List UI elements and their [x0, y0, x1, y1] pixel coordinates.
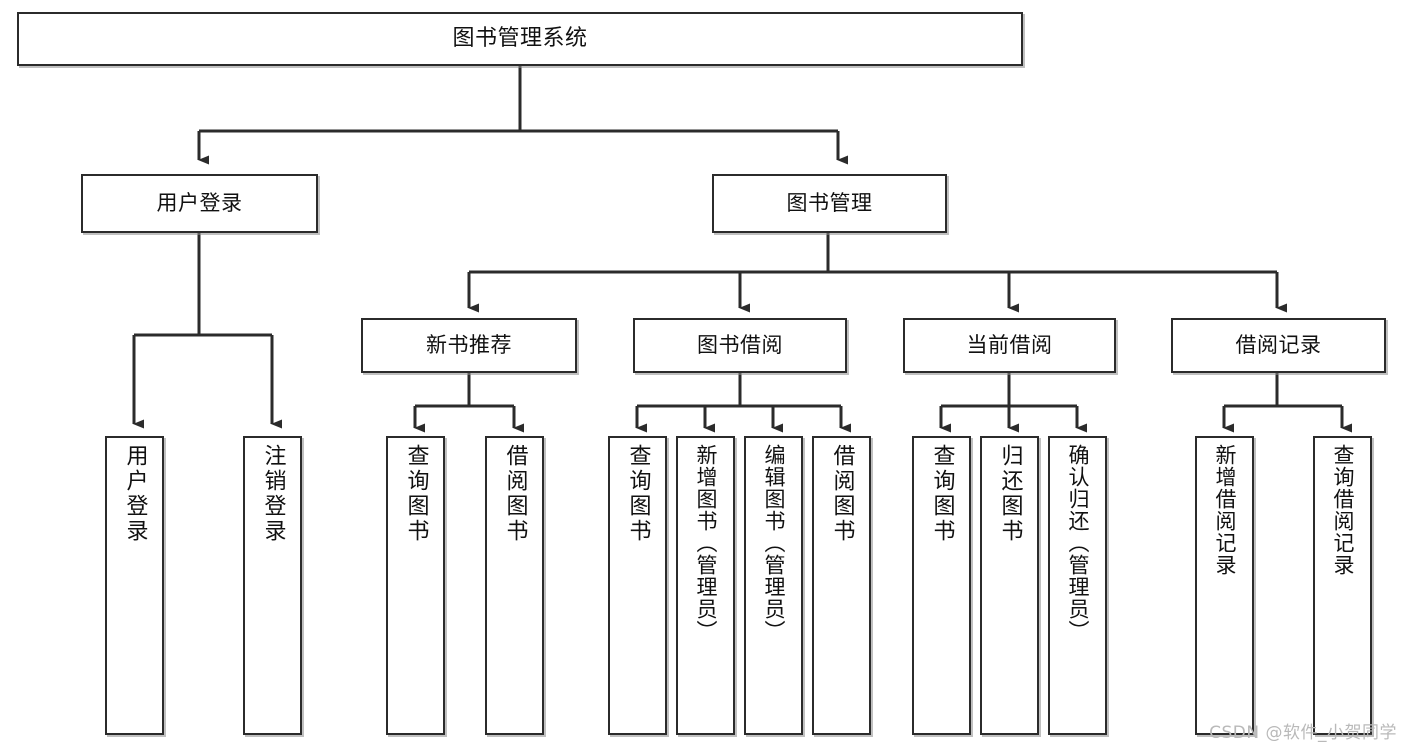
node-leaf-currentborrow-return-book[interactable]: 归还图书: [980, 436, 1039, 735]
node-label: 用户登录: [122, 444, 148, 544]
node-book-borrow[interactable]: 图书借阅: [633, 318, 847, 373]
node-borrow-record[interactable]: 借阅记录: [1171, 318, 1386, 373]
node-leaf-borrowrecord-query-record[interactable]: 查询借阅记录: [1313, 436, 1372, 735]
node-current-borrow[interactable]: 当前借阅: [903, 318, 1116, 373]
node-leaf-bookborrow-borrow-book[interactable]: 借阅图书: [812, 436, 871, 735]
node-label: 新增图书（管理员）: [694, 444, 718, 642]
node-leaf-currentborrow-query-book[interactable]: 查询图书: [912, 436, 971, 735]
node-label: 查询图书: [625, 444, 651, 544]
node-label: 新增借阅记录: [1213, 444, 1237, 576]
node-label: 图书管理系统: [452, 26, 588, 52]
node-label: 确认归还（管理员）: [1066, 444, 1090, 642]
node-leaf-bookborrow-add-book-admin[interactable]: 新增图书（管理员）: [676, 436, 735, 735]
node-leaf-bookborrow-query-book[interactable]: 查询图书: [608, 436, 667, 735]
node-label: 查询图书: [929, 444, 955, 544]
node-label: 借阅图书: [829, 444, 855, 544]
node-leaf-currentborrow-confirm-return-admin[interactable]: 确认归还（管理员）: [1048, 436, 1107, 735]
watermark-text: CSDN @软件_小贺同学: [1209, 723, 1397, 743]
node-book-management[interactable]: 图书管理: [712, 174, 947, 233]
node-label: 借阅图书: [502, 444, 528, 544]
node-label: 新书推荐: [426, 333, 512, 358]
node-leaf-user-login-logout[interactable]: 注销登录: [243, 436, 302, 735]
node-label: 借阅记录: [1235, 333, 1322, 358]
node-label: 用户登录: [156, 191, 243, 216]
node-root-book-management-system[interactable]: 图书管理系统: [17, 12, 1023, 66]
node-leaf-user-login-login[interactable]: 用户登录: [105, 436, 164, 735]
node-leaf-newbook-query-book[interactable]: 查询图书: [386, 436, 445, 735]
node-label: 查询借阅记录: [1331, 444, 1355, 576]
node-label: 图书管理: [786, 191, 873, 216]
node-label: 查询图书: [403, 444, 429, 544]
node-label: 编辑图书（管理员）: [762, 444, 786, 642]
node-leaf-newbook-borrow-book[interactable]: 借阅图书: [485, 436, 544, 735]
node-user-login[interactable]: 用户登录: [81, 174, 318, 233]
node-label: 归还图书: [997, 444, 1023, 544]
node-label: 图书借阅: [697, 333, 783, 358]
node-new-book-recommend[interactable]: 新书推荐: [361, 318, 577, 373]
node-label: 当前借阅: [966, 333, 1053, 358]
node-leaf-bookborrow-edit-book-admin[interactable]: 编辑图书（管理员）: [744, 436, 803, 735]
node-label: 注销登录: [260, 444, 286, 544]
node-leaf-borrowrecord-add-record[interactable]: 新增借阅记录: [1195, 436, 1254, 735]
